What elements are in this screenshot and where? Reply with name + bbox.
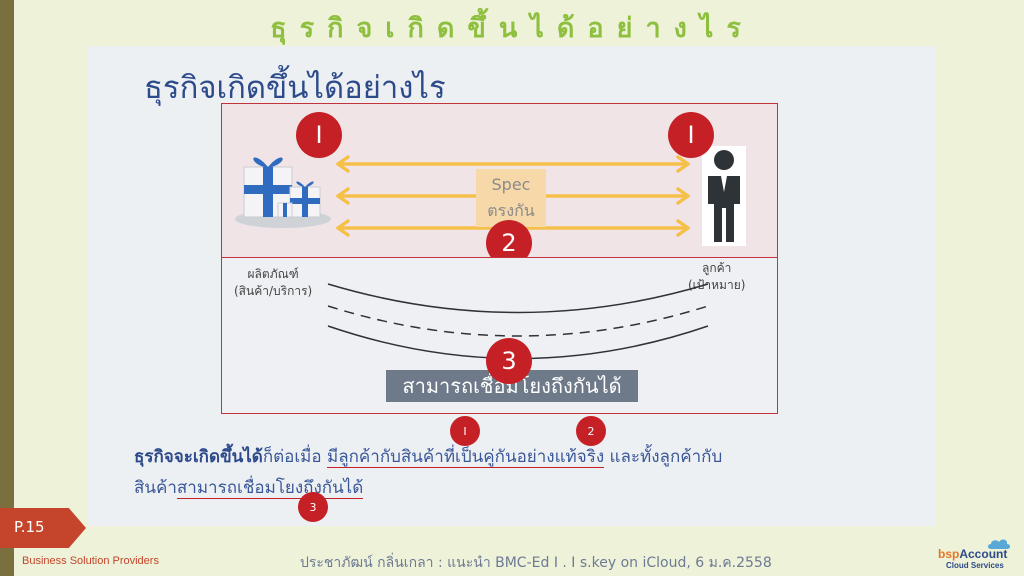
spec-match-label: Spec ตรงกัน	[476, 169, 546, 227]
caption-underline2: สามารถเชื่อมโยงถึงกันได้	[176, 478, 364, 499]
page-number-tab: P.15	[0, 508, 86, 548]
badge-product-1: I	[296, 112, 342, 158]
bsp-account-logo: bspAccount Cloud Services	[930, 538, 1020, 574]
logo-accent: Account	[959, 547, 1008, 561]
caption-marker-3: 3	[298, 492, 328, 522]
slide-content: ธุรกิจเกิดขึ้นได้อย่างไร	[88, 46, 936, 526]
logo-tagline: Cloud Services	[946, 561, 1004, 570]
slide-caption: ธุรกิจจะเกิดขึ้นได้ก็ต่อเมื่อ มีลูกค้ากั…	[134, 442, 914, 504]
badge-customer-1: I	[668, 112, 714, 158]
gift-boxes-image	[235, 157, 331, 228]
caption-underline1: มีลูกค้ากับสินค้าที่เป็นคู่กันอย่างแท้จร…	[327, 447, 605, 468]
header-title: ธุรกิจเกิดขึ้นได้อย่างไร	[270, 13, 754, 44]
cloud-icon	[988, 539, 1010, 549]
slide-title: ธุรกิจเกิดขึ้นได้อย่างไร	[144, 70, 446, 106]
badge-connection-3: 3	[486, 338, 532, 384]
footer-company: Business Solution Providers	[22, 555, 159, 567]
match-label: ตรงกัน	[487, 201, 535, 220]
spec-label: Spec	[491, 175, 531, 194]
customer-label-line2: (เป้าหมาย)	[688, 278, 746, 292]
footer-credit: ประชาภัฒน์ กลิ่นเกลา : แนะนำ BMC-Ed I . …	[300, 555, 772, 571]
logo-prefix: bsp	[938, 547, 960, 561]
customer-label: ลูกค้า (เป้าหมาย)	[688, 260, 745, 294]
caption-marker-1: I	[450, 416, 480, 446]
caption-bold: ธุรกิจจะเกิดขึ้นได้	[134, 447, 263, 467]
left-accent-bar	[0, 0, 14, 576]
customer-figure-icon	[702, 146, 746, 246]
caption-text1: ก็ต่อเมื่อ	[262, 447, 328, 467]
caption-text3: สินค้า	[134, 478, 177, 498]
caption-marker-2: 2	[576, 416, 606, 446]
caption-text2: และทั้งลูกค้ากับ	[604, 447, 723, 467]
customer-label-line1: ลูกค้า	[702, 261, 732, 275]
product-label: ผลิตภัณฑ์ (สินค้า/บริการ)	[234, 266, 312, 300]
product-label-line2: (สินค้า/บริการ)	[234, 284, 313, 298]
logo-text: bspAccount	[938, 547, 1007, 561]
product-label-line1: ผลิตภัณฑ์	[247, 267, 299, 281]
